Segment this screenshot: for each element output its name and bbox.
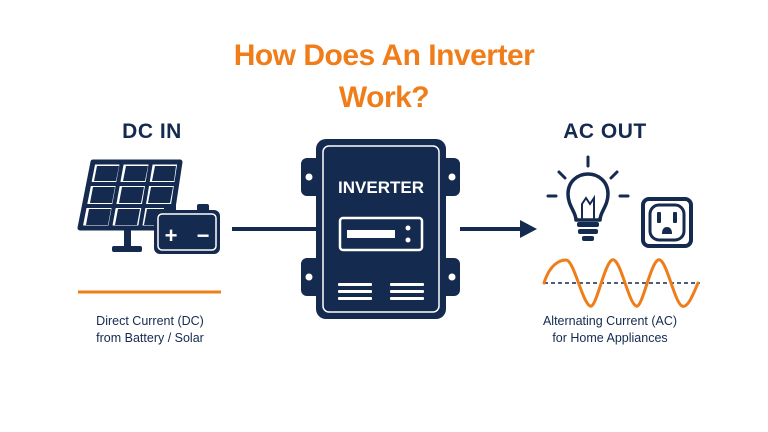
battery-plus: + [165, 223, 178, 248]
dc-caption-line-2: from Battery / Solar [96, 331, 204, 345]
inverter-box: INVERTER [301, 139, 460, 319]
inverter-display [338, 216, 424, 252]
power-outlet-icon [641, 197, 693, 248]
battery-icon: + − [154, 204, 220, 254]
ac-out-heading: AC OUT [563, 120, 647, 143]
dc-caption-line-1: Direct Current (DC) [96, 314, 204, 328]
output-arrow [460, 220, 537, 238]
dc-in-heading: DC IN [122, 120, 182, 143]
inverter-label: INVERTER [338, 178, 424, 197]
ac-caption-line-1: Alternating Current (AC) [542, 314, 678, 328]
title-line-2: Work? [338, 81, 430, 114]
ac-caption-line-2: for Home Appliances [552, 331, 668, 345]
title-line-1: How Does An Inverter [233, 39, 535, 72]
light-bulb-icon [546, 155, 630, 241]
battery-minus: − [197, 223, 210, 248]
inverter-vents [338, 283, 424, 300]
solar-panel-icon [77, 159, 183, 252]
sine-wave-icon [542, 258, 700, 308]
ac-caption: Alternating Current (AC) for Home Applia… [510, 313, 710, 347]
dc-caption: Direct Current (DC) from Battery / Solar [50, 313, 250, 347]
